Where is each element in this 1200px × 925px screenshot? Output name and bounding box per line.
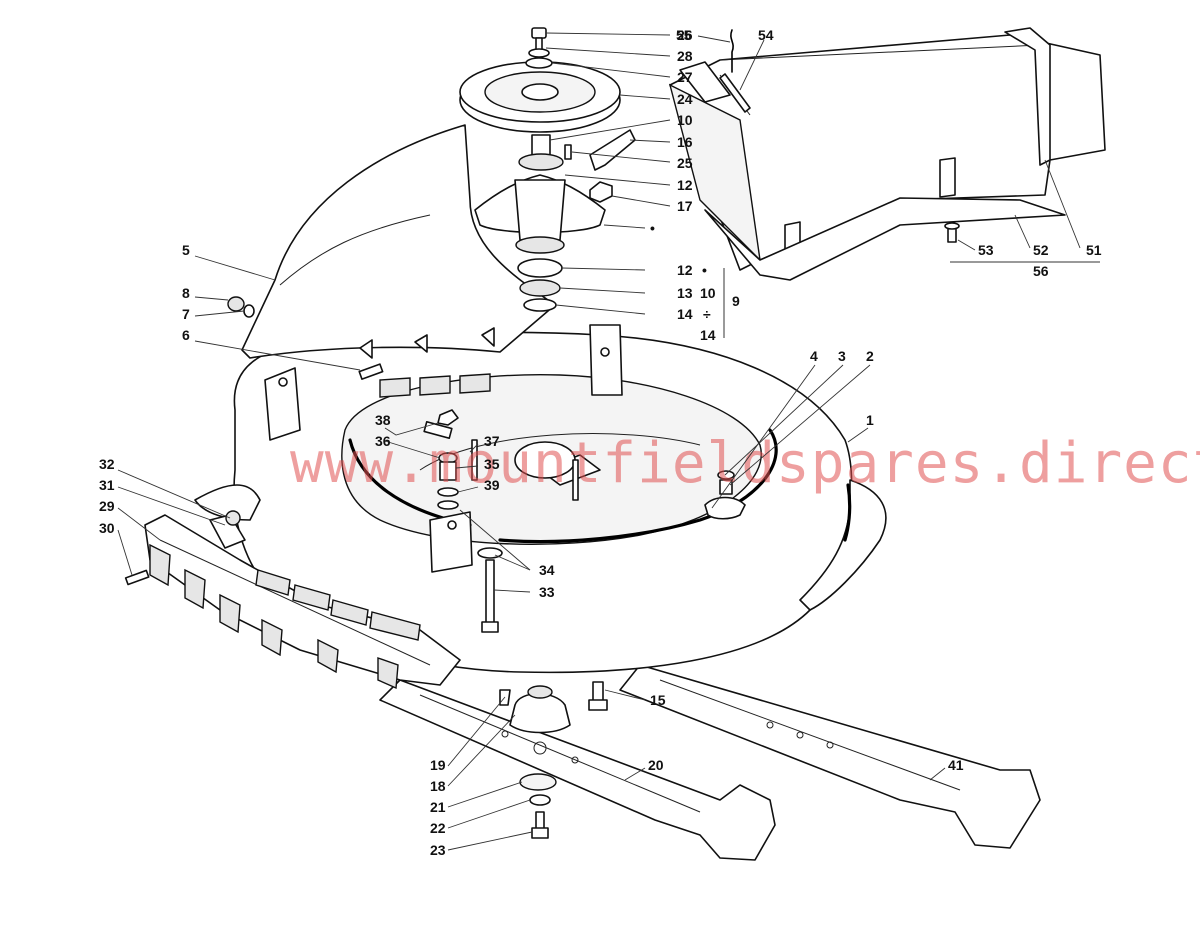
label-23: 23 <box>430 842 446 858</box>
label-7: 7 <box>182 306 190 322</box>
label-15: 15 <box>650 692 666 708</box>
label-28: 28 <box>677 48 693 64</box>
label-1: 1 <box>866 412 874 428</box>
screw-53 <box>944 222 960 243</box>
label-21: 21 <box>430 799 446 815</box>
label-17: 17 <box>677 198 693 214</box>
label-41: 41 <box>948 757 964 773</box>
label-22: 22 <box>430 820 446 836</box>
side-guard-29 <box>144 514 461 690</box>
leader-lines <box>117 32 1100 851</box>
label-12-bottom: 12 <box>677 262 693 278</box>
label-34: 34 <box>539 562 555 578</box>
label-32: 32 <box>99 456 115 472</box>
label-31: 31 <box>99 477 115 493</box>
washer-22 <box>529 794 551 806</box>
label-13: 13 <box>677 285 693 301</box>
bolt-23 <box>531 811 549 839</box>
label-19: 19 <box>430 757 446 773</box>
washer-28 <box>528 48 550 58</box>
label-51: 51 <box>1086 242 1102 258</box>
spacer-13 <box>519 279 561 297</box>
label-5: 5 <box>182 242 190 258</box>
label-20: 20 <box>648 757 664 773</box>
label-52: 52 <box>1033 242 1049 258</box>
label-54: 54 <box>758 27 774 43</box>
bolt-15 <box>588 681 608 711</box>
hardware-33-39 <box>423 409 503 633</box>
label-4: 4 <box>810 348 818 364</box>
label-55: 55 <box>676 27 692 43</box>
range-separator: ÷ <box>703 306 711 322</box>
label-29: 29 <box>99 498 115 514</box>
bolt-6 <box>358 363 384 380</box>
pin-55 <box>730 29 734 73</box>
label-12-top: 12 <box>677 177 693 193</box>
spindle-housing <box>474 134 606 254</box>
label-14-range: 14 <box>700 327 716 343</box>
label-39: 39 <box>484 477 500 493</box>
hardware-2-4 <box>572 459 746 520</box>
label-33: 33 <box>539 584 555 600</box>
bullet-marker-a: • <box>650 220 655 236</box>
label-30: 30 <box>99 520 115 536</box>
label-6: 6 <box>182 327 190 343</box>
pulley-24 <box>459 61 621 133</box>
label-8: 8 <box>182 285 190 301</box>
label-38: 38 <box>375 412 391 428</box>
label-25: 25 <box>677 155 693 171</box>
discharge-chute-51 <box>668 27 1106 271</box>
label-10: 10 <box>677 112 693 128</box>
washer-14 <box>523 298 557 312</box>
bolt-26 <box>531 27 547 51</box>
belt-cover-5 <box>241 124 556 359</box>
label-10-range: 10 <box>700 285 716 301</box>
label-18: 18 <box>430 778 446 794</box>
label-26: 26 <box>677 27 693 43</box>
chute-plate-52 <box>704 197 1066 281</box>
nut-31 <box>225 510 241 526</box>
label-3: 3 <box>838 348 846 364</box>
label-37: 37 <box>484 433 500 449</box>
label-2: 2 <box>866 348 874 364</box>
blade-41 <box>619 664 1041 849</box>
screw-30 <box>124 569 150 586</box>
washer-7 <box>243 304 255 318</box>
washer-27 <box>525 57 553 69</box>
watermark: www.mountfieldspares.direct <box>290 431 1200 496</box>
label-36: 36 <box>375 433 391 449</box>
label-35: 35 <box>484 456 500 472</box>
label-14-stack: 14 <box>677 306 693 322</box>
washer-21 <box>519 773 557 791</box>
label-16: 16 <box>677 134 693 150</box>
bearing-12 <box>517 258 563 278</box>
bullet-marker-b: • <box>702 262 707 278</box>
label-27: 27 <box>677 69 693 85</box>
blade-20 <box>379 679 776 861</box>
bracket-16 <box>564 129 636 171</box>
cutting-deck-1 <box>194 324 887 674</box>
label-53: 53 <box>978 242 994 258</box>
nut-8 <box>227 296 245 312</box>
label-56: 56 <box>1033 263 1049 279</box>
label-24: 24 <box>677 91 693 107</box>
nut-17 <box>589 181 613 203</box>
label-9: 9 <box>732 293 740 309</box>
blade-hub-18 <box>509 685 571 734</box>
